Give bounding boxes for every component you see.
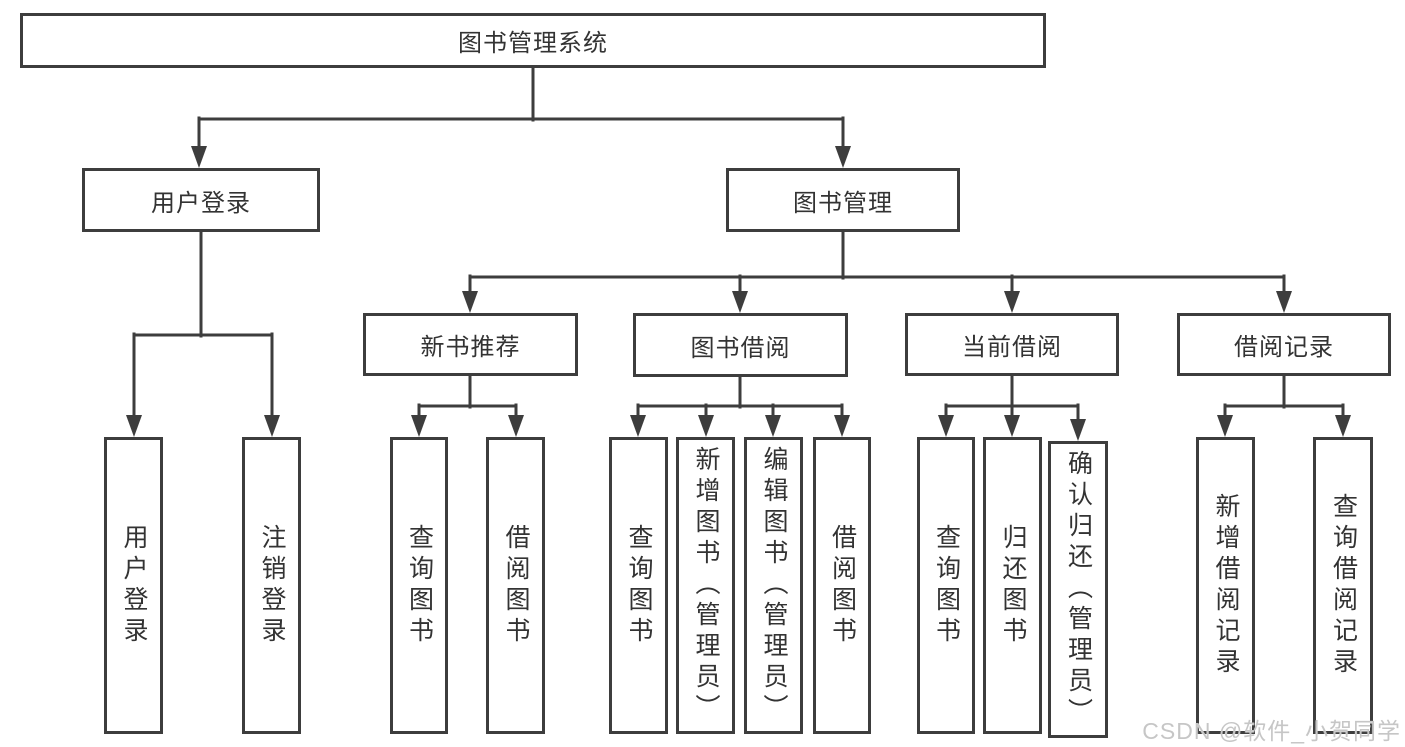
arrow-down-icon [508, 415, 524, 437]
node-current-borrow-label: 当前借阅 [962, 334, 1062, 361]
leaf-records-add: 新增借阅记录 [1196, 437, 1255, 734]
arrow-down-icon [1217, 415, 1233, 437]
node-borrow-records: 借阅记录 [1177, 313, 1391, 376]
arrow-down-icon [191, 146, 207, 168]
arrow-down-icon [630, 415, 646, 437]
arrow-down-icon [938, 415, 954, 437]
connector-book-management-to-level3 [462, 230, 1292, 313]
leaf-current-confirm-admin: 确认归还（管理员） [1048, 441, 1108, 738]
connector-new-book-recommend-to-leaves [411, 373, 524, 437]
leaf-borrow-add-admin: 新增图书（管理员） [676, 437, 735, 734]
arrow-down-icon [462, 291, 478, 313]
leaf-logout: 注销登录 [242, 437, 301, 734]
leaf-records-add-label: 新增借阅记录 [1212, 492, 1240, 679]
arrow-down-icon [411, 415, 427, 437]
node-current-borrow: 当前借阅 [905, 313, 1119, 376]
arrow-down-icon [698, 415, 714, 437]
node-book-borrow-label: 图书借阅 [690, 334, 791, 362]
csdn-watermark: CSDN @软件_小贺同学 [1142, 718, 1401, 744]
node-book-management: 图书管理 [726, 168, 960, 232]
node-root-label: 图书管理系统 [458, 30, 608, 57]
connector-book-borrow-to-leaves [630, 373, 850, 437]
leaf-newbook-query: 查询图书 [390, 437, 448, 734]
arrow-down-icon [834, 415, 850, 437]
leaf-borrow-book: 借阅图书 [813, 437, 871, 734]
connector-root-to-level2 [191, 65, 851, 168]
leaf-current-confirm-admin-label: 确认归还（管理员） [1064, 450, 1093, 729]
node-book-management-label: 图书管理 [793, 189, 893, 217]
node-new-book-recommend-label: 新书推荐 [420, 334, 521, 361]
node-new-book-recommend: 新书推荐 [363, 313, 578, 376]
arrow-down-icon [264, 415, 280, 437]
leaf-newbook-borrow-label: 借阅图书 [502, 523, 530, 648]
leaf-current-return-label: 归还图书 [999, 523, 1027, 648]
node-user-login: 用户登录 [82, 168, 320, 232]
leaf-user-login: 用户登录 [104, 437, 163, 734]
arrow-down-icon [835, 146, 851, 168]
leaf-borrow-query: 查询图书 [609, 437, 668, 734]
node-root: 图书管理系统 [20, 13, 1046, 68]
leaf-borrow-edit-admin-label: 编辑图书（管理员） [760, 446, 788, 725]
leaf-current-query-label: 查询图书 [932, 523, 961, 648]
leaf-newbook-borrow: 借阅图书 [486, 437, 545, 734]
leaf-borrow-book-label: 借阅图书 [828, 523, 857, 648]
leaf-user-login-label: 用户登录 [120, 523, 148, 648]
arrow-down-icon [126, 415, 142, 437]
leaf-current-return: 归还图书 [983, 437, 1042, 734]
leaf-borrow-query-label: 查询图书 [625, 523, 653, 648]
arrow-down-icon [732, 291, 748, 313]
arrow-down-icon [1276, 291, 1292, 313]
leaf-borrow-add-admin-label: 新增图书（管理员） [692, 446, 720, 725]
node-book-borrow: 图书借阅 [633, 313, 848, 377]
arrow-down-icon [1004, 415, 1020, 437]
leaf-current-query: 查询图书 [917, 437, 975, 734]
leaf-newbook-query-label: 查询图书 [405, 523, 434, 648]
leaf-records-query: 查询借阅记录 [1313, 437, 1373, 734]
connector-user-login-to-leaves [126, 230, 280, 437]
leaf-borrow-edit-admin: 编辑图书（管理员） [744, 437, 803, 734]
node-borrow-records-label: 借阅记录 [1234, 334, 1334, 361]
arrow-down-icon [1004, 291, 1020, 313]
connector-borrow-records-to-leaves [1217, 373, 1351, 437]
arrow-down-icon [1070, 419, 1086, 441]
connector-current-borrow-to-leaves [938, 373, 1086, 441]
arrow-down-icon [1335, 415, 1351, 437]
node-user-login-label: 用户登录 [151, 189, 251, 217]
leaf-logout-label: 注销登录 [258, 523, 286, 648]
leaf-records-query-label: 查询借阅记录 [1329, 492, 1358, 679]
arrow-down-icon [765, 415, 781, 437]
